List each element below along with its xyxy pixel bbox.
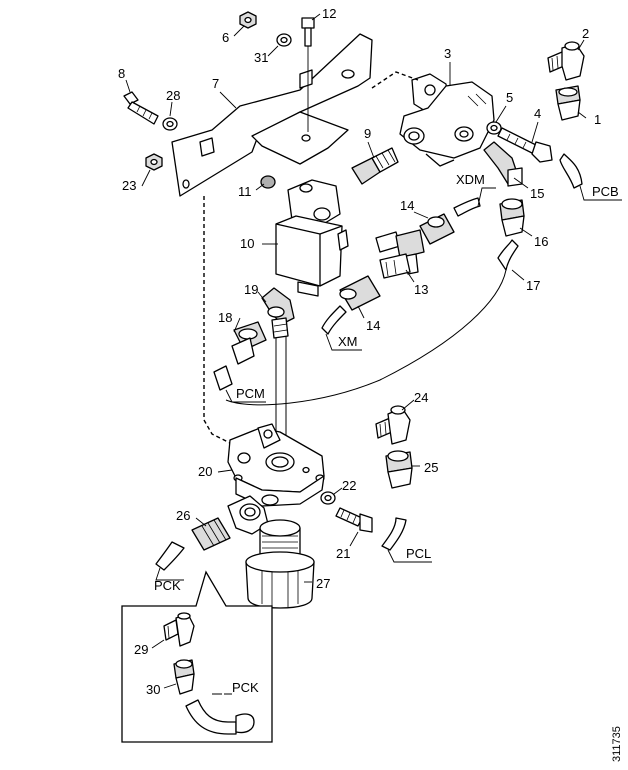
callout-6: 6 (222, 30, 229, 45)
callout-21: 21 (336, 546, 350, 561)
callout-12: 12 (322, 6, 336, 21)
washer-5 (486, 121, 502, 135)
solenoid-valve-10 (275, 179, 349, 297)
callout-1: 1 (594, 112, 601, 127)
pipe-pck (155, 541, 185, 581)
callout-25: 25 (424, 460, 438, 475)
connector-16 (499, 198, 525, 237)
bolt-4 (497, 127, 553, 163)
mounting-bracket (171, 33, 373, 197)
bolt-21 (335, 507, 373, 533)
callout-labels: 1 2 3 4 5 6 7 8 9 10 11 12 13 14 14 15 1… (118, 6, 601, 697)
callout-leaders (125, 13, 587, 689)
connector-18 (231, 321, 267, 365)
callout-28: 28 (166, 88, 180, 103)
callout-14-lower: 14 (366, 318, 380, 333)
pipe-pck-detail (185, 693, 255, 735)
pipe-pcm (213, 365, 266, 403)
callout-9: 9 (364, 126, 371, 141)
connector-30 (173, 659, 195, 695)
elbow-2 (547, 41, 585, 81)
callout-17: 17 (526, 278, 540, 293)
callout-4: 4 (534, 106, 541, 121)
xdm-leader (477, 187, 496, 207)
plug-11 (260, 175, 276, 189)
callout-14-upper: 14 (400, 198, 414, 213)
connector-1 (555, 85, 622, 201)
callout-2: 2 (582, 26, 589, 41)
callout-29: 29 (134, 642, 148, 657)
pipe-code-labels: PCB XDM XM PCM PCL PCK PCK (154, 172, 619, 695)
nut-6 (239, 11, 257, 29)
callout-3: 3 (444, 46, 451, 61)
callout-18: 18 (218, 310, 232, 325)
adapter-9 (351, 147, 399, 185)
washer-31 (276, 33, 292, 47)
callout-31: 31 (254, 50, 268, 65)
code-pck: PCK (154, 578, 181, 593)
connector-26 (191, 495, 269, 551)
dashed-link-left (203, 196, 245, 451)
code-pcm: PCM (236, 386, 265, 401)
washer-22 (320, 491, 336, 505)
callout-27: 27 (316, 576, 330, 591)
valve-3 (399, 73, 495, 167)
callout-10: 10 (240, 236, 254, 251)
elbow-24 (375, 405, 411, 445)
washer-28 (162, 117, 178, 131)
drawing-number: 311735 (611, 726, 623, 762)
callout-19: 19 (244, 282, 258, 297)
dashed-link-upper (371, 71, 419, 89)
code-pcl: PCL (406, 546, 431, 561)
filter-27 (245, 519, 315, 609)
code-pck-detail: PCK (232, 680, 259, 695)
callout-26: 26 (176, 508, 190, 523)
callout-15: 15 (530, 186, 544, 201)
connector-14-lower (321, 275, 381, 351)
nut-23 (145, 153, 163, 171)
callout-5: 5 (506, 90, 513, 105)
callout-22: 22 (342, 478, 356, 493)
callout-20: 20 (198, 464, 212, 479)
bolt-8 (123, 91, 159, 125)
callout-8: 8 (118, 66, 125, 81)
callout-16: 16 (534, 234, 548, 249)
elbow-19 (261, 287, 295, 339)
callout-13: 13 (414, 282, 428, 297)
tee-13 (375, 229, 425, 279)
connector-25 (385, 450, 413, 489)
connector-14-upper (419, 197, 481, 245)
code-xdm: XDM (456, 172, 485, 187)
code-xm: XM (338, 334, 358, 349)
callout-11: 11 (238, 184, 252, 199)
callout-30: 30 (146, 682, 160, 697)
pipe-17 (225, 239, 519, 406)
callout-24: 24 (414, 390, 428, 405)
valve-20 (227, 423, 325, 507)
pipe-pcl (381, 517, 432, 563)
pipe-19-20 (275, 336, 287, 440)
bolt-12 (301, 17, 315, 132)
detail-frame (121, 570, 273, 743)
code-pcb: PCB (592, 184, 619, 199)
callout-7: 7 (212, 76, 219, 91)
callout-23: 23 (122, 178, 136, 193)
elbow-29 (163, 612, 195, 647)
